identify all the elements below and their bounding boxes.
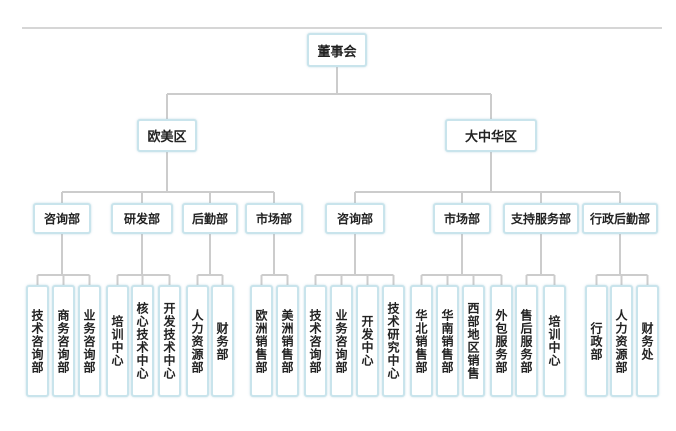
unit-node-0-0-1: 商务咨询部 xyxy=(52,285,75,397)
root-node: 董事会 xyxy=(307,33,367,67)
unit-node-0-2-0: 人力资源部 xyxy=(186,285,209,397)
department-node-1-0: 咨询部 xyxy=(325,203,385,234)
region-node-0: 欧美区 xyxy=(137,119,197,152)
department-node-0-3: 市场部 xyxy=(245,203,303,234)
unit-node-1-2-1: 培训中心 xyxy=(543,285,566,397)
department-node-1-1: 市场部 xyxy=(433,203,491,234)
region-node-1: 大中华区 xyxy=(445,119,537,152)
unit-node-0-3-0: 欧洲销售部 xyxy=(250,285,273,397)
unit-node-0-0-2: 业务咨询部 xyxy=(78,285,101,397)
department-node-1-3: 行政后勤部 xyxy=(582,203,658,234)
unit-node-1-3-1: 人力资源部 xyxy=(610,285,633,397)
unit-node-1-0-1: 业务咨询部 xyxy=(330,285,353,397)
unit-node-1-0-3: 技术研究中心 xyxy=(382,285,405,397)
unit-node-0-1-0: 培训中心 xyxy=(106,285,129,397)
unit-node-0-1-2: 开发技术中心 xyxy=(158,285,181,397)
department-node-0-0: 咨询部 xyxy=(33,203,91,234)
unit-node-0-3-1: 美洲销售部 xyxy=(276,285,299,397)
unit-node-1-1-2: 西部地区销售 xyxy=(462,285,485,397)
unit-node-0-0-0: 技术咨询部 xyxy=(26,285,49,397)
unit-node-1-1-1: 华南销售部 xyxy=(436,285,459,397)
department-node-1-2: 支持服务部 xyxy=(503,203,579,234)
unit-node-0-2-1: 财务部 xyxy=(211,285,234,397)
unit-node-1-3-2: 财务处 xyxy=(636,285,659,397)
unit-node-1-3-0: 行政部 xyxy=(585,285,608,397)
unit-node-1-0-2: 开发中心 xyxy=(356,285,379,397)
unit-node-1-1-3: 外包服务部 xyxy=(490,285,513,397)
unit-node-0-1-1: 核心技术中心 xyxy=(131,285,154,397)
unit-node-1-1-0: 华北销售部 xyxy=(410,285,433,397)
top-divider xyxy=(22,27,662,29)
department-node-0-2: 后勤部 xyxy=(182,203,238,234)
department-node-0-1: 研发部 xyxy=(111,203,173,234)
unit-node-1-0-0: 技术咨询部 xyxy=(304,285,327,397)
unit-node-1-2-0: 售后服务部 xyxy=(515,285,538,397)
